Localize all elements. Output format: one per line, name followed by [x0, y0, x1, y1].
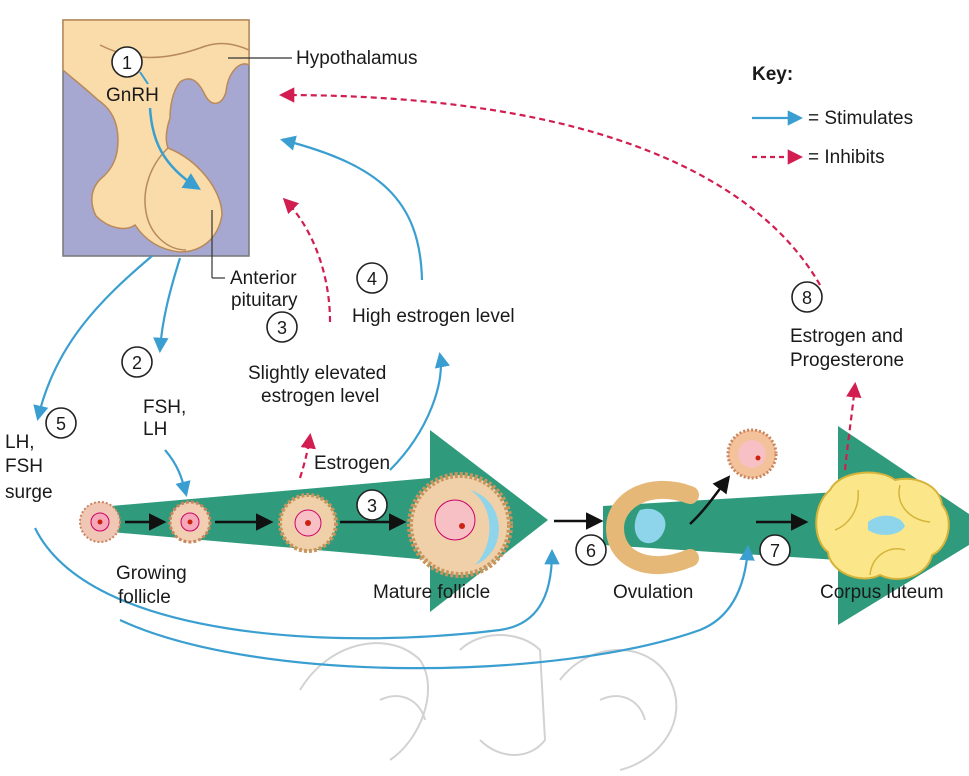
- hypothalamus-label: Hypothalamus: [296, 48, 417, 69]
- legend-stimulates: = Stimulates: [808, 108, 913, 129]
- step-8-number: 8: [802, 288, 812, 308]
- step-4-number: 4: [367, 269, 377, 289]
- step-1-number: 1: [122, 53, 132, 73]
- legend-inhibits: = Inhibits: [808, 147, 885, 168]
- slightly-elevated-label-line1: Slightly elevated: [248, 363, 386, 384]
- growing-follicle: [170, 502, 210, 542]
- step-3b-number: 3: [367, 496, 377, 516]
- anterior-pituitary-label-line1: Anterior: [230, 268, 297, 289]
- hypothalamus-pituitary-inset: [63, 20, 292, 278]
- high-estrogen-label: High estrogen level: [352, 306, 515, 327]
- legend: Key: = Stimulates = Inhibits: [752, 64, 913, 168]
- step-7-number: 7: [770, 541, 780, 561]
- legend-title: Key:: [752, 64, 793, 85]
- lh-fsh-surge-label-line2: FSH: [5, 456, 43, 477]
- step-2-number: 2: [132, 353, 142, 373]
- estrogen-progesterone-label-line1: Estrogen and: [790, 326, 903, 347]
- fsh-lh-label-line2: LH: [143, 419, 167, 440]
- mature-follicle-label: Mature follicle: [373, 582, 490, 603]
- slightly-elevated-label-line2: estrogen level: [261, 386, 379, 407]
- gnrh-label: GnRH: [106, 85, 159, 106]
- estrogen-label: Estrogen: [314, 453, 390, 474]
- estrogen-progesterone-label-line2: Progesterone: [790, 350, 904, 371]
- anterior-pituitary-label-line2: pituitary: [231, 290, 298, 311]
- step-6-number: 6: [586, 541, 596, 561]
- released-oocyte: [728, 430, 776, 478]
- lh-fsh-surge-label-line3: surge: [5, 482, 53, 503]
- secondary-follicle: [280, 495, 336, 551]
- corpus-luteum-label: Corpus luteum: [820, 582, 944, 603]
- watermark-emblem: [300, 635, 676, 770]
- growing-follicle-label-line2: follicle: [118, 587, 171, 608]
- mature-follicle-drawing: [410, 475, 510, 575]
- growing-follicle-label-line1: Growing: [116, 563, 187, 584]
- fsh-lh-label-line1: FSH,: [143, 397, 186, 418]
- lh-fsh-surge-label-line1: LH,: [5, 432, 35, 453]
- ovulation-label: Ovulation: [613, 582, 693, 603]
- step-5-number: 5: [56, 414, 66, 434]
- primary-follicle: [80, 502, 120, 542]
- step-3-number: 3: [277, 318, 287, 338]
- corpus-luteum-drawing: [816, 473, 949, 579]
